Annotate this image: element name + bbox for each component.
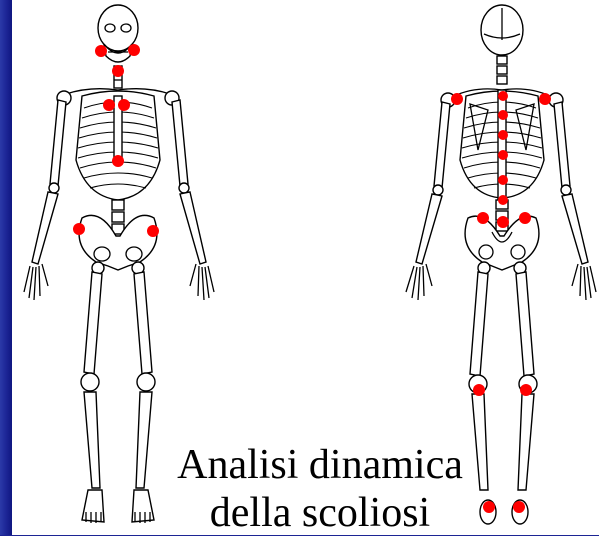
marker-sternum-left	[103, 99, 115, 111]
marker-chin	[112, 65, 124, 77]
marker-asis-right	[147, 225, 159, 237]
marker-spine	[498, 175, 508, 185]
marker-sternum-right	[118, 99, 130, 111]
marker-psis-right	[519, 212, 531, 224]
marker-spine	[498, 130, 508, 140]
marker-jaw-right	[128, 44, 140, 56]
marker-xiphoid	[112, 155, 124, 167]
marker-knee-left	[473, 384, 485, 396]
marker-psis-left	[477, 212, 489, 224]
slide-title-line-2: della scoliosi	[120, 492, 520, 534]
marker-asis-left	[73, 223, 85, 235]
marker-spine	[498, 150, 508, 160]
marker-spine	[498, 91, 508, 101]
marker-jaw-left	[95, 45, 107, 57]
slide-title-line-1: Analisi dinamica	[120, 444, 520, 486]
marker-spine	[498, 110, 508, 120]
marker-acromion-right	[539, 93, 551, 105]
marker-acromion-left	[451, 93, 463, 105]
marker-knee-right	[520, 384, 532, 396]
marker-spine	[498, 195, 508, 205]
marker-sacrum	[497, 216, 509, 228]
